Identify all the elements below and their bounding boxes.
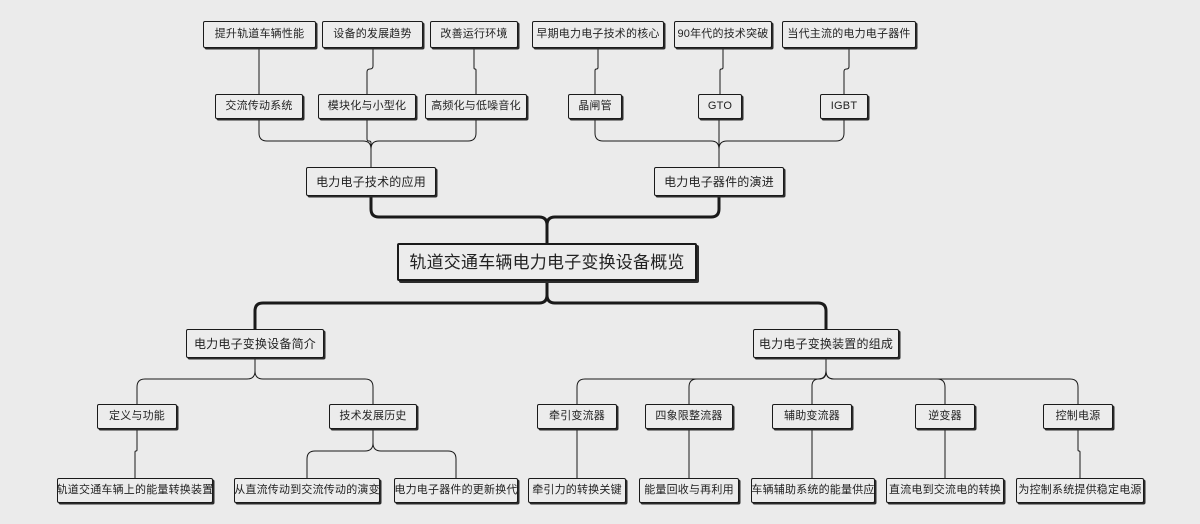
node-label: 从直流传动到交流传动的演变 <box>234 484 380 496</box>
mindmap-node-e4[interactable]: 牵引力的转换关键 <box>528 478 626 503</box>
node-label: 90年代的技术突破 <box>677 28 769 40</box>
node-label: 辅助变流器 <box>784 410 840 422</box>
node-label: 技术发展历史 <box>339 410 407 422</box>
edge-root-to-a4 <box>545 281 828 329</box>
mindmap-node-b5[interactable]: GTO <box>698 94 742 119</box>
node-label: 能量回收与再利用 <box>644 484 734 496</box>
edge-root-to-a3 <box>253 281 549 329</box>
node-label: 电力电子技术的应用 <box>316 174 426 189</box>
mindmap-node-e7[interactable]: 直流电到交流电的转换 <box>886 478 1004 503</box>
mindmap-node-c4[interactable]: 早期电力电子技术的核心 <box>532 21 664 48</box>
edge-a3-to-d1 <box>136 358 256 404</box>
node-label: 当代主流的电力电子器件 <box>787 28 911 40</box>
mindmap-node-a4[interactable]: 电力电子变换装置的组成 <box>753 329 899 358</box>
edge-b3-to-c3 <box>473 48 477 94</box>
edge-a2-to-b6 <box>718 119 845 167</box>
edge-d1-to-e1 <box>134 429 138 478</box>
mindmap-node-b4[interactable]: 晶闸管 <box>568 94 622 119</box>
node-label: 直流电到交流电的转换 <box>889 484 1001 496</box>
node-label: 电力电子器件的更新换代 <box>394 484 518 496</box>
node-label: 逆变器 <box>928 410 962 422</box>
mindmap-node-d3[interactable]: 牵引变流器 <box>537 404 617 429</box>
edge-d7-to-e8 <box>1077 429 1081 478</box>
edge-b5-to-c5 <box>719 48 724 94</box>
node-label: 改善运行环境 <box>440 28 508 40</box>
mindmap-node-b1[interactable]: 交流传动系统 <box>215 94 303 119</box>
node-label: 四象限整流器 <box>655 410 723 422</box>
node-label: 控制电源 <box>1055 410 1101 422</box>
edge-a2-to-b4 <box>594 119 720 167</box>
mindmap-node-a3[interactable]: 电力电子变换设备简介 <box>186 329 324 358</box>
mindmap-node-d1[interactable]: 定义与功能 <box>97 404 177 429</box>
edge-b6-to-c6 <box>843 48 850 94</box>
mindmap-node-e3[interactable]: 电力电子器件的更新换代 <box>394 478 518 503</box>
edge-root-to-a2 <box>545 196 721 243</box>
node-label: 设备的发展趋势 <box>333 28 412 40</box>
edge-a4-to-d3 <box>576 358 827 404</box>
node-label: 定义与功能 <box>109 410 165 422</box>
node-label: 交流传动系统 <box>225 100 293 112</box>
edge-b4-to-c4 <box>594 48 599 94</box>
edge-a4-to-d7 <box>825 358 1079 404</box>
mindmap-node-b3[interactable]: 高频化与低噪音化 <box>425 94 527 119</box>
mindmap-node-e1[interactable]: 轨道交通车辆上的能量转换装置 <box>57 478 213 503</box>
mindmap-node-d4[interactable]: 四象限整流器 <box>645 404 733 429</box>
mindmap-node-a2[interactable]: 电力电子器件的演进 <box>654 167 784 196</box>
mindmap-node-c1[interactable]: 提升轨道车辆性能 <box>203 21 316 48</box>
edge-a1-to-b2 <box>366 119 372 167</box>
edge-a3-to-d2 <box>254 358 374 404</box>
edge-a4-to-d4 <box>688 358 827 404</box>
node-label: 晶闸管 <box>578 100 612 112</box>
node-label: 电力电子变换设备简介 <box>193 336 316 351</box>
mindmap-node-c6[interactable]: 当代主流的电力电子器件 <box>782 21 916 48</box>
mindmap-node-b6[interactable]: IGBT <box>820 94 868 119</box>
node-label: GTO <box>707 100 733 112</box>
edge-b2-to-c2 <box>366 48 374 94</box>
node-label: 提升轨道车辆性能 <box>214 28 305 40</box>
node-label: 牵引力的转换关键 <box>532 484 622 496</box>
node-label: 轨道交通车辆上的能量转换装置 <box>56 484 214 496</box>
mindmap-node-a1[interactable]: 电力电子技术的应用 <box>306 167 436 196</box>
edge-d2-to-e3 <box>372 429 457 478</box>
node-label: IGBT <box>830 100 858 112</box>
node-label: 模块化与小型化 <box>327 100 407 112</box>
mindmap-node-c2[interactable]: 设备的发展趋势 <box>322 21 423 48</box>
mindmap-node-d7[interactable]: 控制电源 <box>1043 404 1113 429</box>
edge-a4-to-d5 <box>811 358 827 404</box>
mindmap-node-c5[interactable]: 90年代的技术突破 <box>674 21 772 48</box>
node-label: 电力电子变换装置的组成 <box>758 336 894 351</box>
mindmap-node-e5[interactable]: 能量回收与再利用 <box>639 478 739 503</box>
node-label: 早期电力电子技术的核心 <box>536 28 660 40</box>
edge-a1-to-b3 <box>370 119 477 167</box>
node-label: 电力电子器件的演进 <box>664 174 774 189</box>
mindmap-node-c3[interactable]: 改善运行环境 <box>430 21 518 48</box>
node-label: 轨道交通车辆电力电子变换设备概览 <box>409 252 685 272</box>
mindmap-node-root[interactable]: 轨道交通车辆电力电子变换设备概览 <box>397 243 697 281</box>
mindmap-node-d2[interactable]: 技术发展历史 <box>329 404 417 429</box>
mindmap-node-e2[interactable]: 从直流传动到交流传动的演变 <box>234 478 380 503</box>
mindmap-node-d5[interactable]: 辅助变流器 <box>772 404 852 429</box>
node-label: 为控制系统提供稳定电源 <box>1018 484 1142 496</box>
node-label: 牵引变流器 <box>549 410 605 422</box>
node-label: 车辆辅助系统的能量供应 <box>751 484 875 496</box>
edge-root-to-a1 <box>369 196 549 243</box>
mindmap-node-e6[interactable]: 车辆辅助系统的能量供应 <box>751 478 875 503</box>
mindmap-node-e8[interactable]: 为控制系统提供稳定电源 <box>1016 478 1144 503</box>
edge-a1-to-b1 <box>258 119 372 167</box>
mindmap-node-b2[interactable]: 模块化与小型化 <box>318 94 416 119</box>
mindmap-node-d6[interactable]: 逆变器 <box>915 404 975 429</box>
node-label: 高频化与低噪音化 <box>431 100 521 112</box>
edge-a4-to-d6 <box>825 358 946 404</box>
edge-d2-to-e2 <box>306 429 374 478</box>
